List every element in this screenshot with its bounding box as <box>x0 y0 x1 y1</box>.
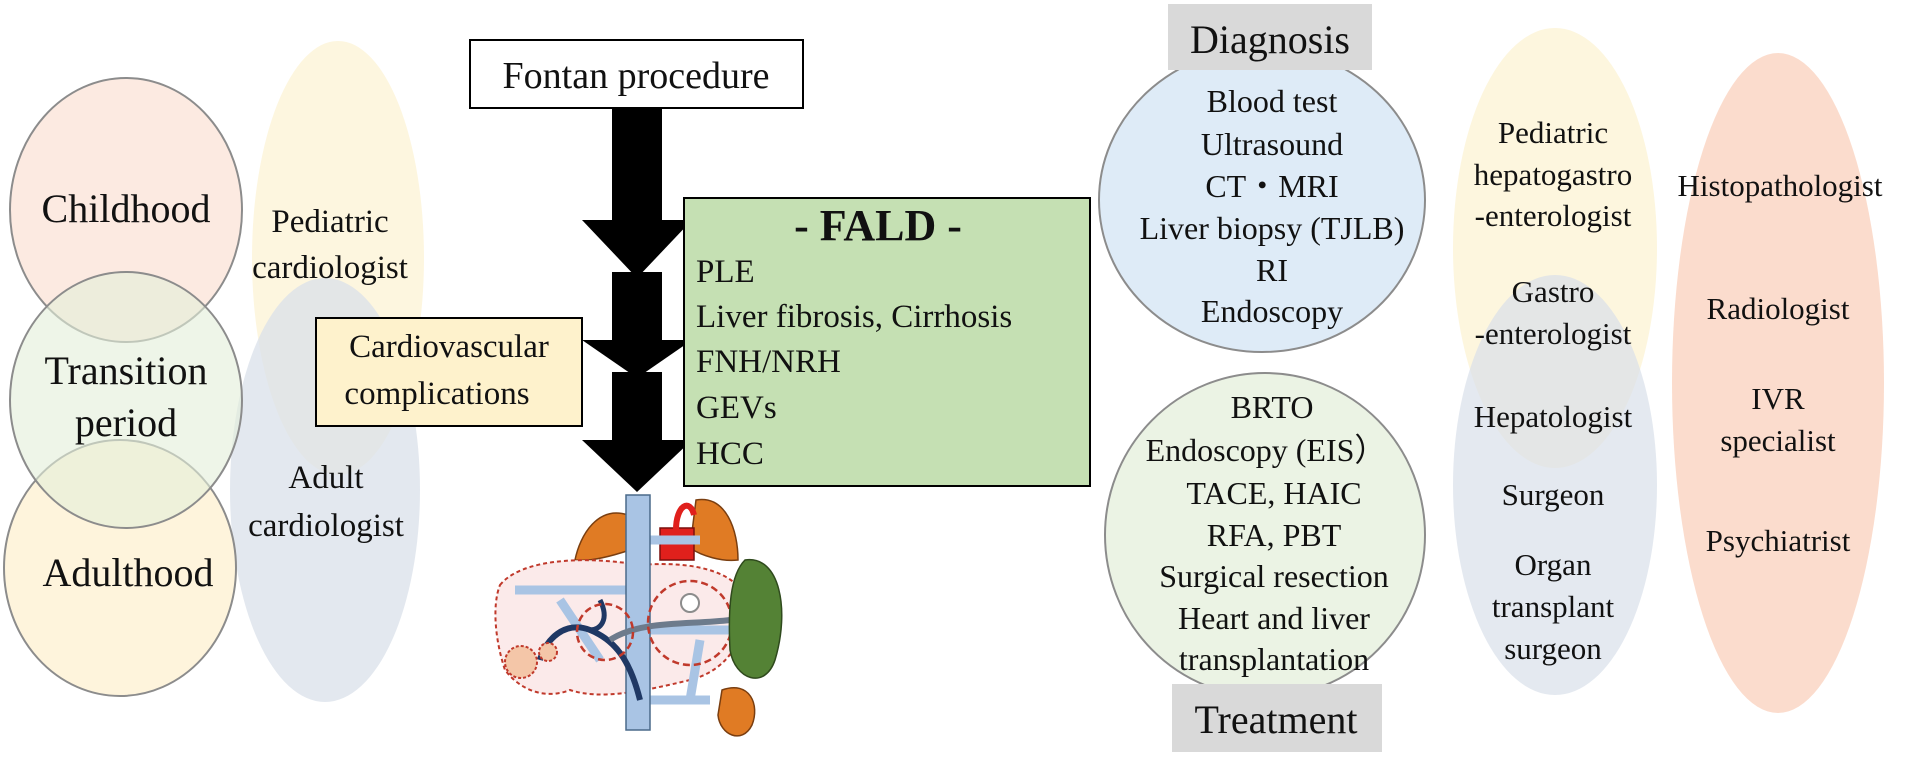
fald-title: - FALD - <box>794 201 962 250</box>
spec-hepatologist: Hepatologist <box>1474 399 1633 434</box>
treatment-item-1: Endoscopy (EIS） <box>1146 432 1387 468</box>
diagnosis-item-3: Liver biopsy (TJLB) <box>1140 210 1405 246</box>
treatment-tab <box>1172 684 1382 752</box>
fald-item-hcc: HCC <box>696 436 764 472</box>
spec-transplant-line2: transplant <box>1492 589 1615 624</box>
spec-transplant-line1: Organ <box>1515 547 1592 582</box>
adult-cardiologist-line2: cardiologist <box>248 508 404 544</box>
treatment-item-2: TACE, HAIC <box>1186 475 1361 511</box>
surgery-specialists-oval <box>1453 275 1657 695</box>
spec-radiologist: Radiologist <box>1707 291 1850 326</box>
spec-histopathologist: Histopathologist <box>1678 168 1883 203</box>
stage-adulthood: Adulthood <box>42 550 213 595</box>
transition-circle <box>9 271 243 529</box>
fald-item-gevs: GEVs <box>696 390 777 426</box>
diagnosis-item-1: Ultrasound <box>1201 126 1343 162</box>
adult-cardiologist-line1: Adult <box>288 460 363 496</box>
spec-ivr-line1: IVR <box>1751 381 1805 416</box>
spec-gastro-line2: -enterologist <box>1475 316 1632 351</box>
treatment-item-3: RFA, PBT <box>1207 517 1342 553</box>
spec-pediatric-hepato-line2: hepatogastro <box>1474 157 1632 192</box>
treatment-item-4: Surgical resection <box>1159 558 1389 594</box>
spec-psychiatrist: Psychiatrist <box>1706 523 1851 558</box>
spec-pediatric-hepato-line1: Pediatric <box>1498 115 1608 150</box>
diagnosis-item-0: Blood test <box>1207 83 1338 119</box>
treatment-item-5: Heart and liver <box>1178 600 1370 636</box>
other-specialists-oval <box>1672 53 1884 713</box>
fald-item-fibrosis: Liver fibrosis, Cirrhosis <box>696 299 1012 335</box>
spec-transplant-line3: surgeon <box>1504 631 1602 666</box>
stage-transition-line1: Transition <box>44 348 207 393</box>
spec-ivr-line2: specialist <box>1720 423 1836 458</box>
fald-item-fnh: FNH/NRH <box>696 344 841 380</box>
diagnosis-item-2: CT・MRI <box>1205 168 1338 204</box>
diagnosis-item-4: RI <box>1256 252 1288 288</box>
treatment-item-6: transplantation <box>1179 641 1369 677</box>
fald-item-ple: PLE <box>696 254 755 290</box>
spec-pediatric-hepato-line3: -enterologist <box>1475 198 1632 233</box>
treatment-label: Treatment <box>1195 697 1358 742</box>
down-arrow-icon <box>582 108 692 492</box>
fontan-label: Fontan procedure <box>503 55 770 97</box>
cardiovascular-box <box>315 317 583 427</box>
liver-anatomy-icon <box>494 494 783 737</box>
pediatric-cardiologist-line1: Pediatric <box>271 204 388 240</box>
spec-surgeon: Surgeon <box>1502 477 1605 512</box>
fald-box <box>683 197 1091 487</box>
diagnosis-label: Diagnosis <box>1190 17 1350 62</box>
diagnosis-item-5: Endoscopy <box>1201 293 1343 329</box>
cardiovascular-line2: complications <box>344 376 529 412</box>
stage-transition-line2: period <box>75 400 177 445</box>
cardiovascular-line1: Cardiovascular <box>349 329 549 365</box>
treatment-item-0: BRTO <box>1231 389 1314 425</box>
diagnosis-tab <box>1168 4 1372 70</box>
spec-gastro-line1: Gastro <box>1512 274 1595 309</box>
stage-childhood: Childhood <box>42 186 211 231</box>
pediatric-cardiologist-line2: cardiologist <box>252 250 408 286</box>
